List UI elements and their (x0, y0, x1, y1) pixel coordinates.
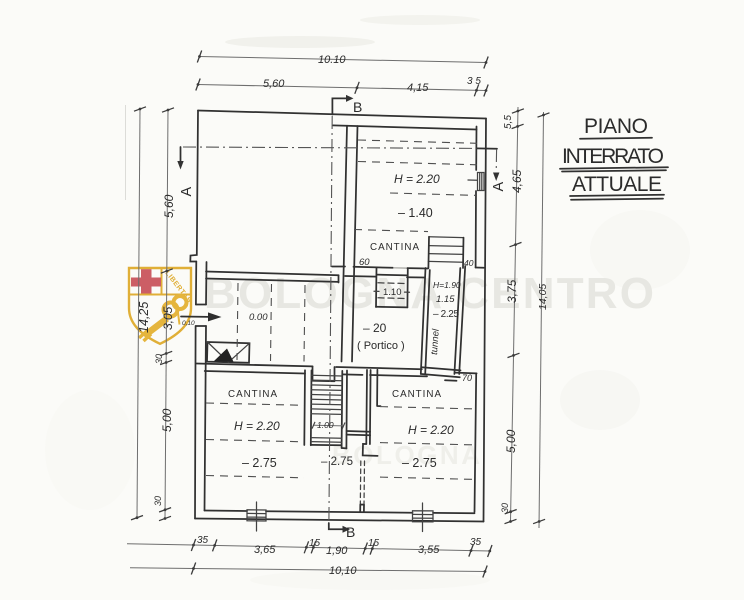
svg-text:0,10: 0,10 (182, 320, 195, 327)
svg-text:BOLOGNA: BOLOGNA (332, 440, 482, 470)
svg-text:1.15: 1.15 (436, 294, 455, 305)
svg-text:5,00: 5,00 (504, 429, 518, 453)
svg-text:PIANO: PIANO (584, 115, 648, 138)
svg-text:30: 30 (500, 503, 510, 513)
svg-text:H=1.90: H=1.90 (433, 280, 461, 290)
svg-text:4,65: 4,65 (510, 169, 524, 193)
svg-text:40: 40 (464, 258, 474, 268)
svg-text:A: A (179, 187, 195, 197)
svg-text:70: 70 (462, 373, 472, 383)
svg-text:( Portico ): ( Portico ) (357, 340, 405, 352)
svg-text:– 2.75: – 2.75 (402, 456, 437, 470)
svg-text:1.10: 1.10 (383, 287, 402, 298)
svg-text:5,60: 5,60 (162, 194, 176, 218)
svg-text:– 2.75: – 2.75 (321, 456, 353, 468)
svg-text:CANTINA: CANTINA (392, 389, 442, 400)
svg-text:B: B (353, 99, 362, 115)
svg-text:ATTUALE: ATTUALE (572, 173, 662, 196)
svg-text:3 5: 3 5 (467, 76, 481, 87)
svg-text:3,05: 3,05 (161, 306, 175, 330)
svg-text:CANTINA: CANTINA (228, 389, 278, 400)
svg-text:60: 60 (359, 257, 370, 268)
svg-text:14,25: 14,25 (137, 302, 151, 333)
svg-text:– 2.25: – 2.25 (433, 309, 459, 320)
svg-text:INTERRATO: INTERRATO (562, 145, 664, 168)
svg-text:35: 35 (470, 537, 482, 548)
svg-text:1.00: 1.00 (317, 420, 334, 430)
svg-text:3,75: 3,75 (505, 279, 519, 303)
svg-text:5,60: 5,60 (263, 78, 285, 90)
svg-text:5,5: 5,5 (503, 115, 514, 129)
svg-text:15: 15 (309, 538, 321, 549)
svg-text:– 2.75: – 2.75 (242, 456, 277, 470)
svg-text:CANTINA: CANTINA (370, 242, 420, 253)
svg-text:4,15: 4,15 (407, 82, 429, 94)
svg-text:35: 35 (197, 535, 209, 546)
svg-text:H = 2.20: H = 2.20 (408, 423, 454, 437)
svg-text:B: B (346, 524, 355, 540)
svg-text:3,65: 3,65 (254, 544, 276, 556)
svg-text:5,00: 5,00 (160, 408, 174, 432)
svg-text:– 1.40: – 1.40 (398, 206, 433, 220)
svg-text:H = 2.20: H = 2.20 (394, 172, 440, 186)
svg-text:15: 15 (368, 538, 380, 549)
svg-text:tunnel: tunnel (429, 328, 442, 355)
svg-text:10,10: 10,10 (329, 565, 357, 577)
svg-text:3,55: 3,55 (418, 544, 440, 556)
svg-text:A: A (491, 182, 507, 192)
svg-text:0.00: 0.00 (249, 312, 268, 323)
svg-text:30: 30 (154, 354, 164, 364)
svg-text:1,90: 1,90 (326, 545, 348, 557)
svg-text:30: 30 (153, 496, 163, 506)
svg-text:14,05: 14,05 (537, 284, 549, 310)
svg-text:10.10: 10.10 (318, 54, 346, 66)
svg-text:– 20: – 20 (363, 321, 387, 335)
svg-text:H = 2.20: H = 2.20 (234, 419, 280, 433)
